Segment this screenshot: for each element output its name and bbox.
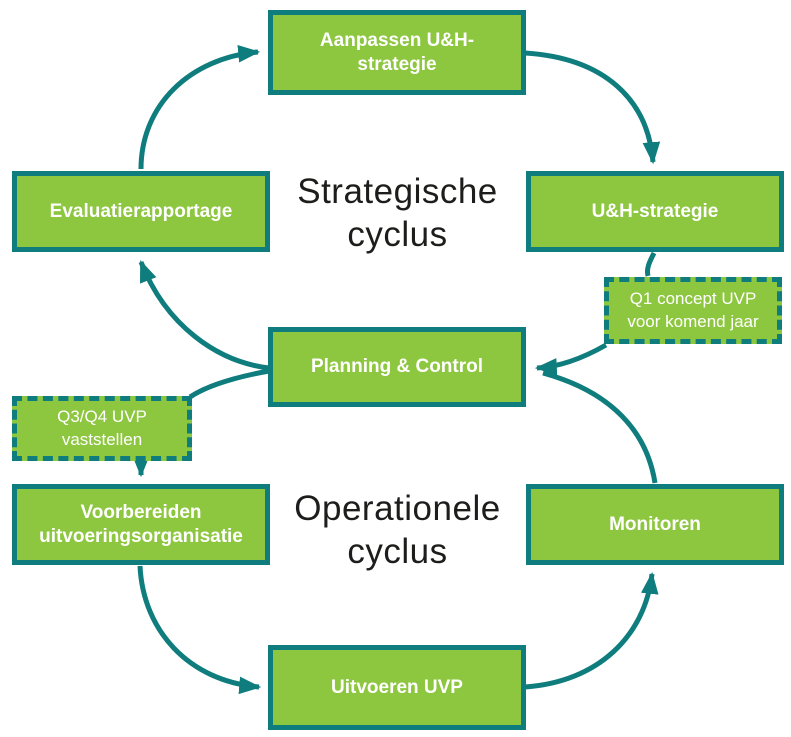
arrow-voorbereiden-to-uitvoeren — [137, 565, 262, 695]
title-operationele-cyclus: Operationele cyclus — [294, 489, 501, 572]
arrow-evaluatierapportage-to-aanpassen — [138, 44, 261, 170]
arrow-monitoren-to-planning — [542, 370, 658, 484]
connector-planning-to-q3q4note — [188, 368, 270, 400]
note-q3q4-uvp-vaststellen: Q3/Q4 UVP vaststellen — [12, 396, 192, 461]
title-strategische-cyclus: Strategische cyclus — [297, 172, 498, 255]
box-uh-strategie: U&H-strategie — [526, 171, 784, 252]
note-q1-concept-uvp: Q1 concept UVP voor komend jaar — [604, 277, 782, 344]
box-monitoren: Monitoren — [526, 484, 784, 565]
box-uitvoeren-uvp: Uitvoeren UVP — [268, 645, 526, 730]
arrow-planning-to-evaluatierapportage — [138, 259, 270, 371]
box-planning-control: Planning & Control — [268, 327, 526, 407]
box-voorbereiden-uitvoeringsorganisatie: Voorbereiden uitvoeringsorganisatie — [12, 484, 270, 565]
arrow-uitvoeren-to-monitoren — [524, 571, 659, 690]
connector-uhstrategie-to-q1note — [645, 251, 657, 277]
arrow-q1note-to-planning — [534, 342, 608, 376]
box-aanpassen-uh-strategie: Aanpassen U&H-strategie — [268, 10, 526, 95]
arrow-aanpassen-to-uhstrategie — [524, 50, 661, 165]
box-evaluatierapportage: Evaluatierapportage — [12, 171, 270, 252]
